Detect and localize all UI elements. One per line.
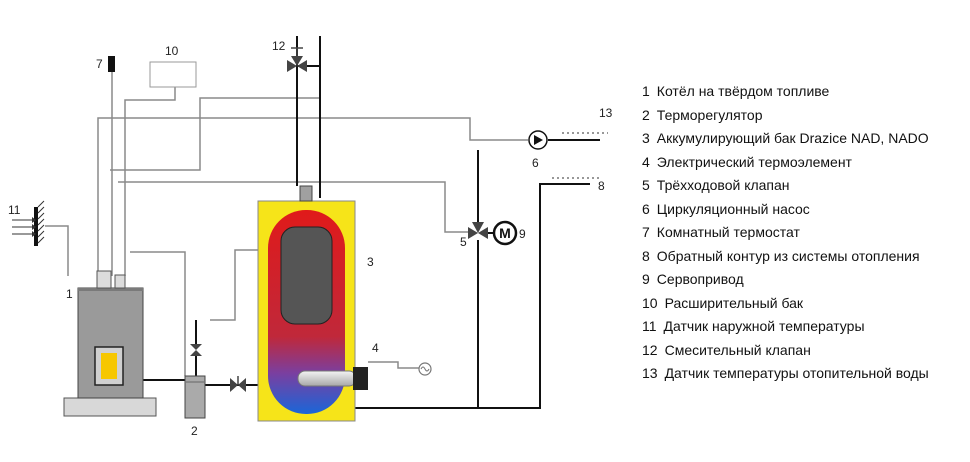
label-2: 2 bbox=[191, 424, 198, 438]
label-4: 4 bbox=[372, 341, 379, 355]
label-9: 9 bbox=[519, 227, 526, 241]
sensor-dots bbox=[552, 132, 608, 179]
label-6: 6 bbox=[532, 156, 539, 170]
label-11: 11 bbox=[8, 203, 21, 217]
shutoff-valve bbox=[230, 376, 246, 392]
label-1: 1 bbox=[66, 287, 73, 301]
mixing-valve bbox=[287, 47, 307, 72]
label-5: 5 bbox=[460, 235, 467, 249]
label-7: 7 bbox=[96, 57, 103, 71]
tank-top-connector bbox=[299, 185, 313, 202]
hydraulic-pipes bbox=[139, 36, 600, 409]
expansion-tank bbox=[149, 61, 197, 88]
room-thermostat bbox=[108, 56, 115, 72]
circulation-pump bbox=[528, 130, 548, 150]
outdoor-sensor bbox=[12, 200, 45, 246]
servo-letter: M bbox=[499, 225, 511, 241]
solid-fuel-boiler bbox=[63, 270, 157, 417]
label-13: 13 bbox=[599, 106, 613, 120]
control-wiring bbox=[45, 70, 528, 376]
boiler-fire-window bbox=[101, 353, 117, 379]
three-way-valve bbox=[468, 222, 488, 239]
electric-heating-element bbox=[297, 362, 432, 390]
label-3: 3 bbox=[367, 255, 374, 269]
label-8: 8 bbox=[598, 179, 605, 193]
servo-drive: M bbox=[488, 220, 518, 246]
label-12: 12 bbox=[272, 39, 286, 53]
thermoregulator bbox=[184, 375, 206, 419]
label-10: 10 bbox=[165, 44, 179, 58]
callout-numbers: 1 2 3 4 5 6 7 8 9 10 11 12 13 bbox=[8, 39, 613, 438]
check-valve bbox=[190, 344, 202, 356]
tank-inner-coil bbox=[280, 226, 333, 325]
